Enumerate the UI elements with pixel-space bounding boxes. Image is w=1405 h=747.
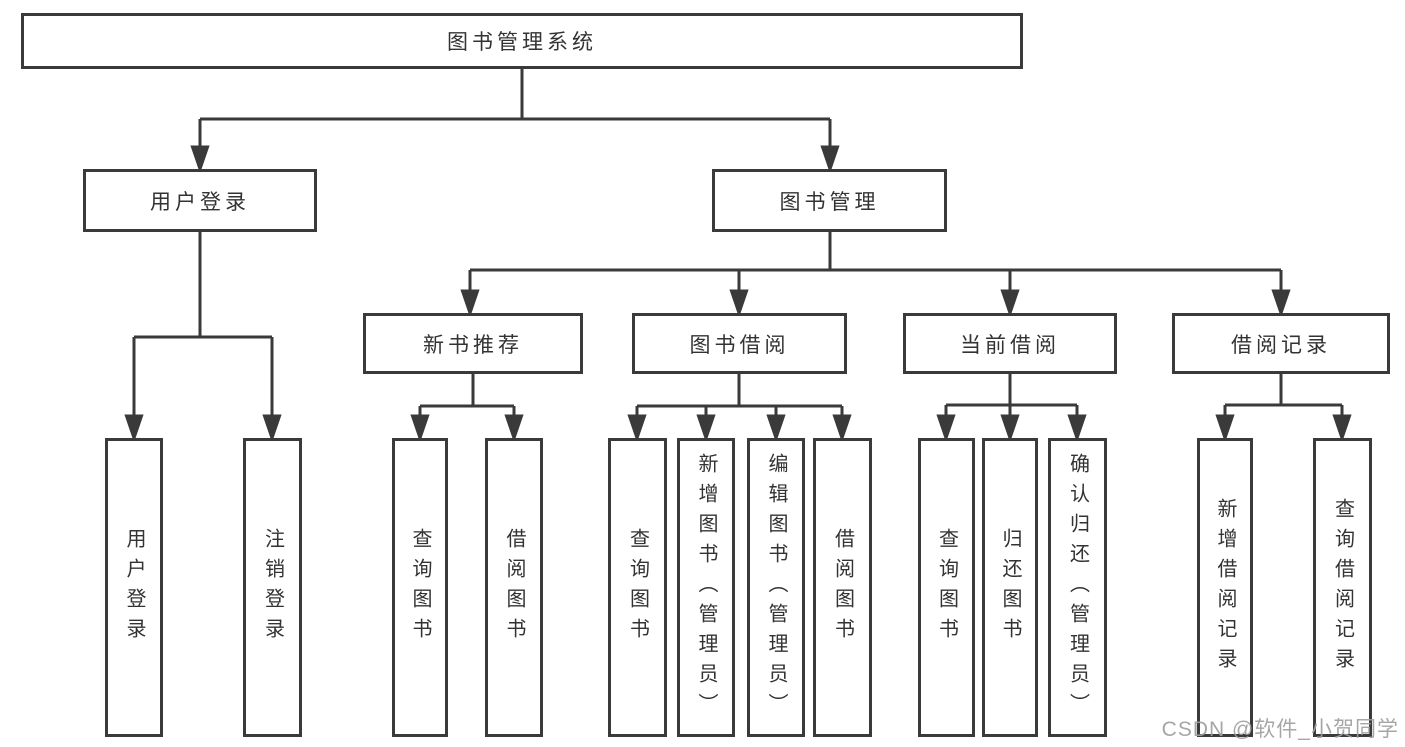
node-label: 编辑图书（管理员） (765, 452, 787, 723)
arrowhead-icon (936, 414, 956, 443)
node-label: 借阅图书 (503, 527, 525, 648)
arrowhead-icon (124, 414, 144, 443)
connector-borrow-records (1215, 374, 1352, 443)
node-new-book-recommend: 新书推荐 (363, 313, 583, 374)
node-label: 借阅图书 (831, 527, 854, 648)
arrowhead-icon (766, 414, 786, 443)
connector-book-management (460, 232, 1291, 318)
arrowhead-icon (190, 145, 210, 174)
node-label: 用户登录 (150, 190, 250, 214)
leaf-recommend-query-books: 查询图书 (392, 438, 448, 737)
node-label: 图书管理系统 (447, 31, 597, 54)
leaf-current-query-books: 查询图书 (918, 438, 975, 737)
leaf-records-query-borrow-record: 查询借阅记录 (1313, 438, 1372, 737)
connector-current-borrowing (936, 374, 1087, 443)
arrowhead-icon (410, 414, 430, 443)
arrowhead-icon (1000, 289, 1020, 318)
node-label: 新增借阅记录 (1214, 497, 1236, 678)
leaf-current-confirm-return-admin: 确认归还（管理员） (1048, 438, 1107, 737)
leaf-borrowing-edit-books-admin: 编辑图书（管理员） (747, 438, 805, 737)
arrowhead-icon (729, 289, 749, 318)
arrowhead-icon (820, 145, 840, 174)
node-user-login-group: 用户登录 (83, 169, 317, 232)
node-label: 查询图书 (409, 527, 431, 648)
leaf-current-return-books: 归还图书 (982, 438, 1038, 737)
node-label: 确认归还（管理员） (1066, 452, 1089, 723)
connector-root (190, 69, 840, 174)
connector-book-borrowing (627, 374, 852, 443)
leaf-borrowing-borrow-books: 借阅图书 (813, 438, 872, 737)
node-label: 当前借阅 (960, 333, 1060, 357)
node-label: 借阅记录 (1231, 333, 1331, 357)
node-label: 新增图书（管理员） (695, 452, 717, 723)
arrowhead-icon (460, 289, 480, 318)
arrowhead-icon (1332, 414, 1352, 443)
arrowhead-icon (1271, 289, 1291, 318)
node-book-management-group: 图书管理 (712, 169, 947, 232)
node-label: 注销登录 (261, 527, 284, 648)
connector-user-login (124, 232, 282, 443)
arrowhead-icon (1000, 414, 1020, 443)
node-book-borrowing: 图书借阅 (632, 313, 847, 374)
leaf-borrowing-add-books-admin: 新增图书（管理员） (677, 438, 735, 737)
node-current-borrowing: 当前借阅 (903, 313, 1117, 374)
leaf-recommend-borrow-books: 借阅图书 (485, 438, 543, 737)
leaf-borrowing-query-books: 查询图书 (608, 438, 667, 737)
arrowhead-icon (832, 414, 852, 443)
leaf-logout: 注销登录 (243, 438, 302, 737)
node-label: 图书管理 (779, 190, 880, 214)
node-label: 归还图书 (999, 527, 1021, 648)
csdn-watermark: CSDN @软件_小贺同学 (1161, 718, 1399, 741)
node-label: 查询借阅记录 (1331, 497, 1354, 678)
arrowhead-icon (1067, 414, 1087, 443)
node-label: 新书推荐 (423, 333, 523, 357)
leaf-records-add-borrow-record: 新增借阅记录 (1197, 438, 1253, 737)
node-library-management-system: 图书管理系统 (21, 13, 1023, 69)
arrowhead-icon (504, 414, 524, 443)
arrowhead-icon (262, 414, 282, 443)
arrowhead-icon (1215, 414, 1235, 443)
connector-new-book-recommend (410, 374, 524, 443)
node-label: 查询图书 (626, 527, 649, 648)
leaf-user-login: 用户登录 (105, 438, 163, 737)
node-label: 用户登录 (123, 527, 145, 648)
node-label: 图书借阅 (689, 333, 790, 357)
node-borrow-records: 借阅记录 (1172, 313, 1390, 374)
arrowhead-icon (627, 414, 647, 443)
node-label: 查询图书 (935, 527, 958, 648)
arrowhead-icon (696, 414, 716, 443)
